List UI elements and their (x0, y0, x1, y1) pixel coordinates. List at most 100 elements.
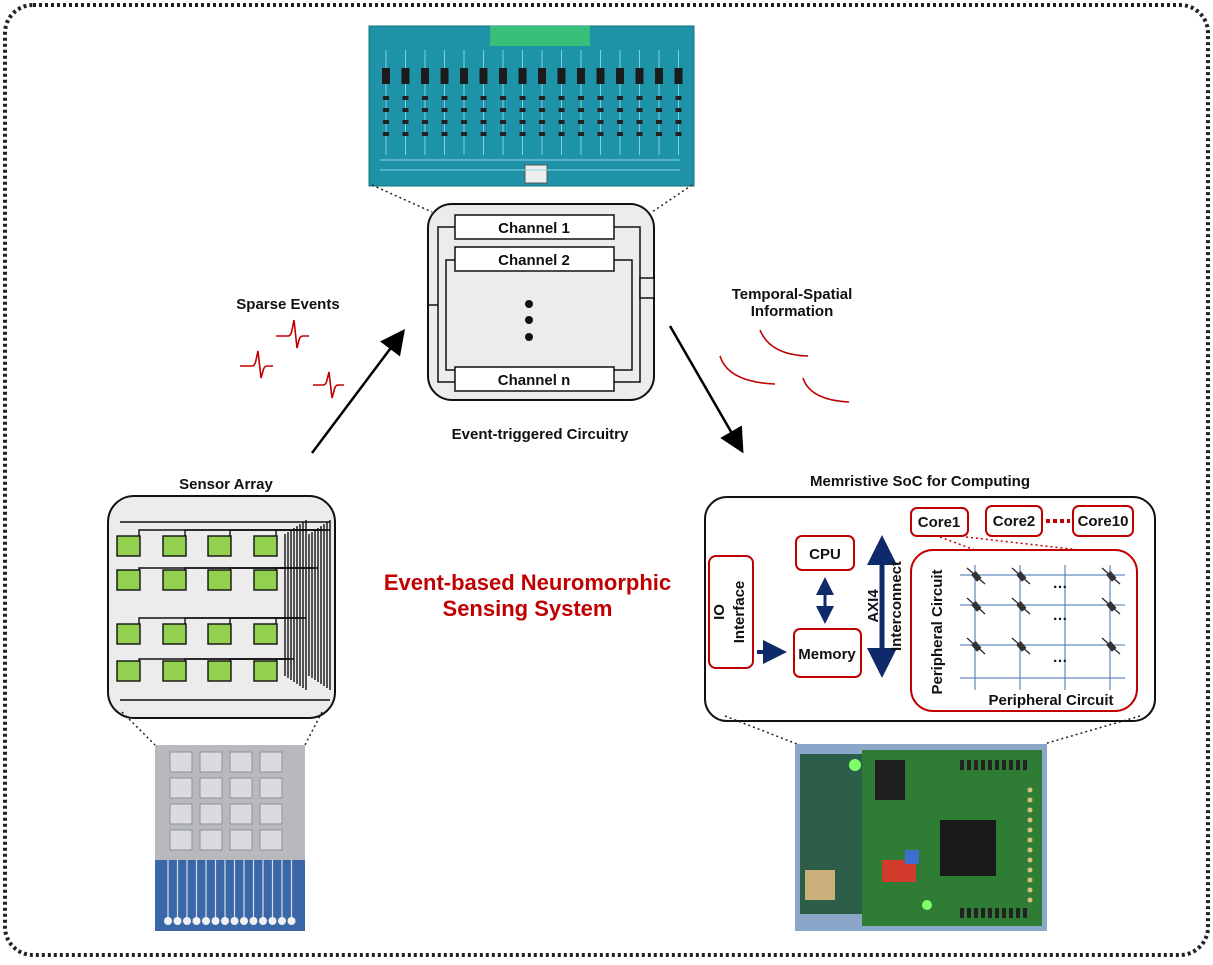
sensor-pad (162, 660, 187, 682)
sensor-photo-pad (169, 803, 193, 825)
pcb-component (636, 108, 643, 112)
pcb-component (675, 120, 682, 124)
zoom-line (965, 536, 1081, 551)
pcb-component (578, 132, 584, 136)
event-circuitry-label: Event-triggered Circuitry (451, 426, 629, 443)
sensor-photo-connector (211, 917, 220, 925)
core2-label: Core2 (993, 513, 1036, 530)
temporal-spatial-label-line1: Temporal-Spatial (731, 286, 853, 303)
wave-arc (759, 329, 809, 357)
pcb-chip (460, 68, 468, 84)
pcb-chip (499, 68, 507, 84)
pcb-component (402, 120, 409, 124)
board-pin (1027, 867, 1033, 873)
pcb-component (519, 96, 526, 100)
board-pin (1027, 787, 1033, 793)
pcb-component (519, 132, 526, 136)
pcb-component (558, 120, 565, 124)
peripheral-circuit-bottom-label: Peripheral Circuit (988, 692, 1113, 709)
zoom-line (939, 536, 976, 551)
memristor-element (1106, 601, 1117, 612)
pcb-component (422, 96, 428, 100)
core1-box (910, 507, 969, 537)
pcb-component (441, 120, 448, 124)
pcb-component (441, 96, 448, 100)
header-pin (960, 760, 964, 770)
core10-label: Core10 (1078, 513, 1129, 530)
sensor-photo-connector (221, 917, 229, 925)
sensor-array-label: Sensor Array (179, 476, 273, 493)
sensor-photo-connector (249, 917, 258, 925)
io-interface-box (708, 555, 754, 669)
pcb-component (578, 120, 584, 124)
core10-box (1072, 505, 1134, 537)
header-pin (1023, 760, 1027, 770)
sensor-photo-pad (259, 777, 283, 799)
sensor-pad (116, 623, 141, 645)
sensor-photo-pad (199, 803, 223, 825)
board-pin (1027, 877, 1033, 883)
header-pin (988, 760, 992, 770)
event-circuitry-box: Channel 1 Channel 2 Channel n (427, 203, 655, 401)
memristor-element (1016, 571, 1027, 582)
channel-1-label: Channel 1 (498, 220, 570, 237)
sensor-array-box (107, 495, 336, 719)
cpu-label: CPU (809, 546, 841, 563)
pcb-component (656, 108, 662, 112)
crossbar-ellipsis: … (1053, 649, 1068, 666)
sensor-photo-pad (169, 751, 193, 773)
memristor-element (971, 571, 982, 582)
pcb-component (539, 96, 545, 100)
pcb-component (441, 108, 448, 112)
pcb-component (422, 120, 428, 124)
sensor-pad (207, 535, 232, 557)
header-pin (1016, 908, 1020, 918)
io-label: IO (711, 604, 728, 620)
memristor-element (1106, 571, 1117, 582)
memristor-element (1016, 641, 1027, 652)
pcb-component (461, 96, 467, 100)
sensor-photo-connector (173, 917, 182, 925)
pcb-component (636, 96, 643, 100)
pcb-component (617, 96, 623, 100)
sensor-pad (207, 660, 232, 682)
circuit-board-photo (368, 25, 695, 187)
pcb-component (402, 132, 409, 136)
pcb-component (597, 120, 604, 124)
sensor-photo (155, 745, 305, 931)
pcb-component (441, 132, 448, 136)
pcb-chip (655, 68, 663, 84)
sensor-photo-connector (230, 917, 239, 925)
sensor-pad (162, 623, 187, 645)
main-title-line1: Event-based Neuromorphic (383, 570, 672, 595)
sensor-pad (253, 535, 278, 557)
temporal-spatial-label-line2: Information (750, 303, 834, 320)
pcb-component (461, 108, 467, 112)
header-pin (981, 760, 985, 770)
arrow-sensor-to-circuitry (311, 329, 405, 454)
board-pin (1027, 827, 1033, 833)
axi-label: AXI4 (865, 589, 882, 623)
pcb-chip (538, 68, 546, 84)
pcb-component (383, 108, 389, 112)
pcb-component (636, 132, 643, 136)
leader-line (1043, 715, 1141, 745)
sensor-photo-pad (169, 777, 193, 799)
pcb-component (402, 108, 409, 112)
channel-2-label: Channel 2 (498, 252, 570, 269)
channel-n-label: Channel n (498, 372, 571, 389)
pcb-component (558, 132, 565, 136)
pcb-component (675, 132, 682, 136)
sensor-photo-pad (199, 751, 223, 773)
interconnect-label: Interconnect (888, 561, 905, 651)
pcb-component (539, 108, 545, 112)
sensor-photo-pad (199, 829, 223, 851)
header-pin (974, 908, 978, 918)
header-pin (1002, 908, 1006, 918)
memory-label: Memory (798, 646, 856, 663)
sensor-photo-connector (287, 917, 296, 925)
board-chip (875, 760, 905, 800)
pcb-component (675, 108, 682, 112)
leader-line (371, 184, 433, 213)
pcb-component (500, 96, 506, 100)
